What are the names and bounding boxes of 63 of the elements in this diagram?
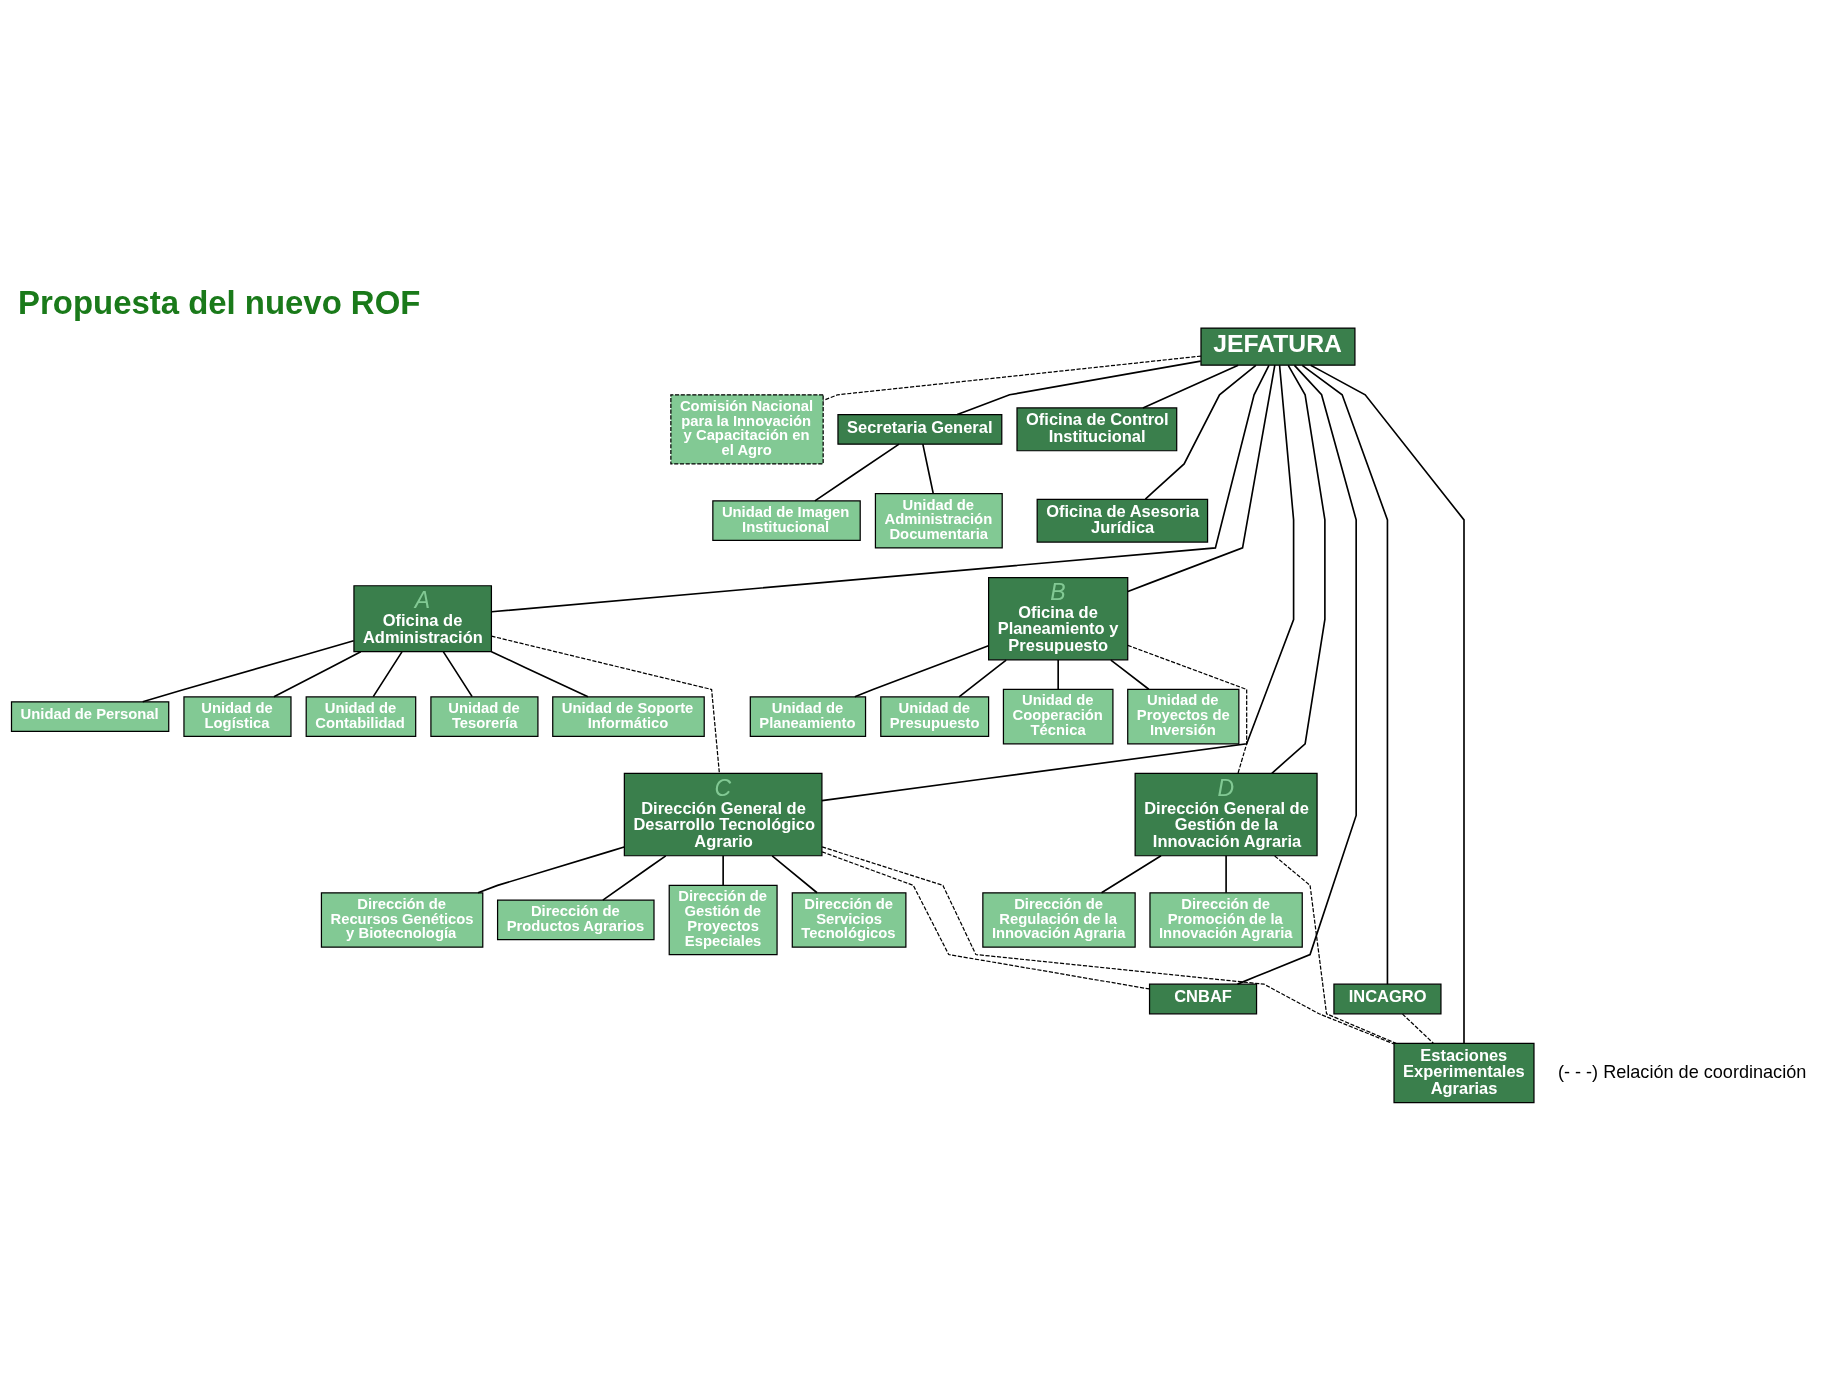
connector [1271,364,1326,774]
connector [602,854,667,901]
node-box: Estaciones Experimentales Agrarias [1393,1042,1535,1103]
connector [1236,364,1357,985]
node-box: Dirección de Productos Agrarios [496,899,655,940]
node-box: Unidad de Soporte Informático [552,695,705,737]
node-box: Oficina de Asesoria Jurídica [1036,498,1209,543]
node-box: A Oficina de Administración [353,584,493,652]
node-box: Comisión Nacional para la Innovación y Capacitación en el Agro [670,393,824,465]
connector [477,845,625,894]
node-box: CNBAF [1148,983,1258,1014]
connector [771,854,818,894]
connector [956,359,1202,415]
connector [1100,854,1162,894]
node-box: JEFATURA [1200,327,1356,366]
connector [1225,854,1227,894]
node-box: Unidad de Planeamiento [749,695,867,737]
connector [490,635,720,774]
connector [1301,364,1389,985]
connector [490,364,1270,613]
connector [814,442,900,502]
connector [822,354,1202,401]
diagram-title: Propuesta del nuevo ROF [18,283,421,321]
connector [1144,364,1257,500]
node-box: Dirección de Servicios Tecnológicos [791,891,907,948]
connector [273,650,362,698]
node-box: Secretaria General [837,413,1003,445]
connector [372,650,403,697]
node-box: Unidad de Cooperación Técnica [1002,688,1114,744]
node-box: B Oficina de Planeamiento y Presupuesto [988,576,1129,660]
node-box: INCAGRO [1333,983,1442,1014]
connector [1110,658,1150,690]
connector [1401,1013,1434,1044]
node-box: Unidad de Administración Documentaria [874,492,1003,548]
node-box: Dirección de Regulación de la Innovación Agraria [982,891,1136,948]
connector [1274,854,1397,1044]
connector [722,854,724,886]
node-box: Unidad de Proyectos de Inversión [1127,688,1240,744]
node-box: Oficina de Control Institucional [1016,406,1178,451]
node-box: Unidad de Logística [183,695,292,737]
connector [821,363,1295,801]
node-box: Unidad de Imagen Institucional [712,499,861,541]
node-box: Dirección de Promoción de la Innovación Agraria [1149,891,1303,948]
node-box: C Dirección General de Desarrollo Tecnológico Agrario [623,772,823,856]
label: (- - -) Relación de coordinación [1557,1061,1807,1082]
connector [490,650,589,698]
node-box: Unidad de Contabilidad [305,695,417,737]
node-box: Unidad de Personal [10,700,170,732]
connector [1309,363,1465,1044]
connector [442,650,473,697]
node-box: Unidad de Tesorería [430,695,539,737]
connector [922,442,935,494]
connector [821,845,1395,1045]
connector [1127,363,1276,592]
connector [141,639,355,703]
node-box: Dirección de Recursos Genéticos y Biotecnología [320,891,484,948]
connector [958,658,1007,698]
node-box: Dirección de Gestión de Proyectos Especiales [668,884,778,955]
node-box: D Dirección General de Gestión de la Innovación Agraria [1134,772,1318,856]
connector [854,644,990,698]
connector [1142,363,1240,409]
connector [1057,658,1059,690]
node-box: Unidad de Presupuesto [880,695,990,737]
